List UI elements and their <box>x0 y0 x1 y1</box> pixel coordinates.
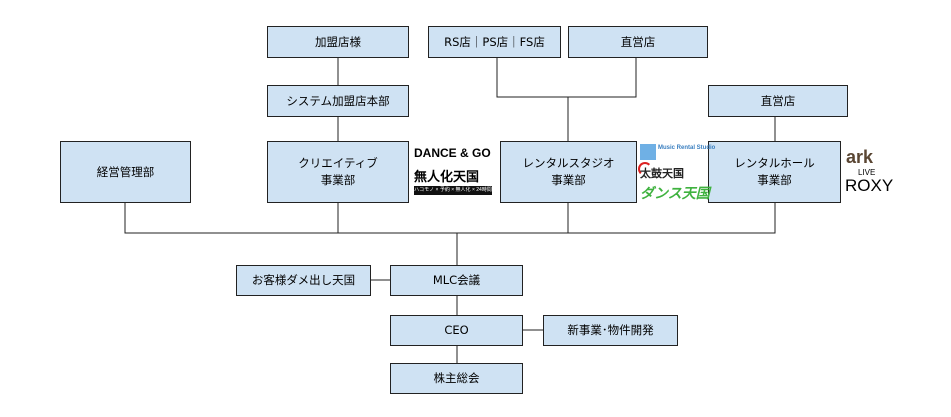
mujinka-tengoku-logo: 無人化天国 <box>414 169 480 184</box>
dansu-tengoku-logo: ダンス天国 <box>640 185 710 201</box>
node-direct-store-2: 直営店 <box>708 85 848 117</box>
node-rental-hall: レンタルホール 事業部 <box>708 141 841 203</box>
node-customer-feedback: お客様ダメ出し天国 <box>236 265 371 296</box>
node-rs-ps-fs: RS店｜PS店｜FS店 <box>428 26 561 58</box>
music-rental-studio-icon <box>640 144 656 160</box>
ark-logo: ark <box>846 147 874 167</box>
music-rental-studio-logo: Music Rental Studio <box>658 145 716 151</box>
node-new-business: 新事業･物件開発 <box>543 315 678 346</box>
live-roxy-live-text: LIVE <box>858 168 876 177</box>
node-franchisee: 加盟店様 <box>267 26 409 58</box>
dance-and-go-logo: DANCE & GO <box>414 146 491 160</box>
node-system-franchise-hq: システム加盟店本部 <box>267 85 409 117</box>
node-rental-studio: レンタルスタジオ 事業部 <box>500 141 637 203</box>
node-creative: クリエイティブ 事業部 <box>267 141 409 203</box>
node-ceo: CEO <box>390 315 523 346</box>
node-direct-store-1: 直営店 <box>568 26 708 58</box>
taiko-tengoku-logo: 太鼓天国 <box>640 168 684 180</box>
mujinka-tagline: ハコモノ × 予約 × 無人化 × 24時間化 <box>414 186 492 202</box>
node-mlc-meeting: MLC会議 <box>390 265 523 296</box>
line-departments <box>124 202 776 265</box>
node-management: 経営管理部 <box>60 141 191 203</box>
line-studio-stores <box>496 57 637 141</box>
node-shareholders: 株主総会 <box>390 363 523 394</box>
taiko-arc-icon <box>638 162 652 176</box>
live-roxy-logo: ROXY <box>845 176 894 195</box>
